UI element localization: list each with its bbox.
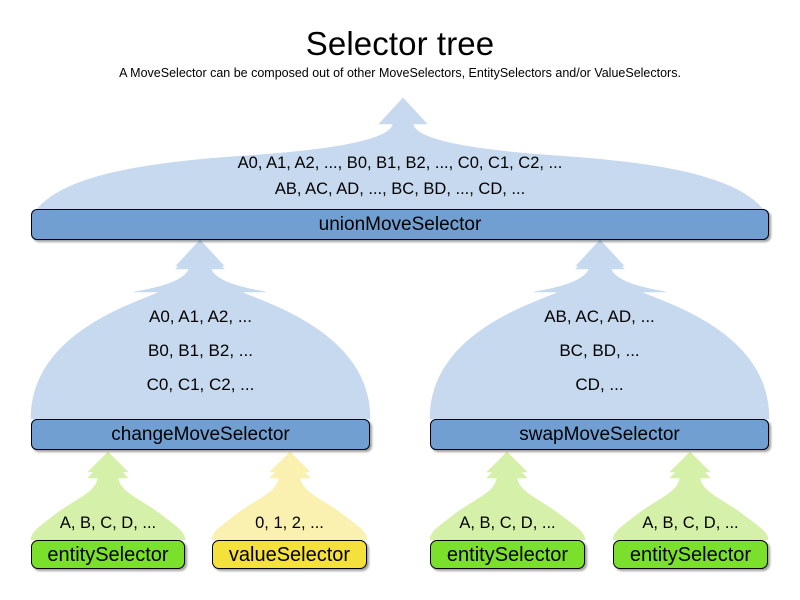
node-entity-selector-3[interactable]: entitySelector <box>613 540 768 569</box>
arrow-entity3-to-swap <box>669 451 711 483</box>
entity-selector-1-fan-text: A, B, C, D, ... <box>31 513 185 533</box>
swap-fan-text: AB, AC, AD, ... BC, BD, ... CD, ... ... <box>430 300 769 436</box>
node-value-selector-1[interactable]: valueSelector <box>212 540 367 569</box>
arrow-value1-to-change <box>269 451 311 483</box>
value-selector-1-fan-line-1: 0, 1, 2, ... <box>255 514 324 532</box>
page-title: Selector tree <box>305 25 495 62</box>
value-selector-1-fan-text: 0, 1, 2, ... <box>212 513 367 533</box>
value-selector-1-fan-shape <box>211 456 368 541</box>
page-subtitle: A MoveSelector can be composed out of ot… <box>119 66 681 80</box>
node-union-move-selector[interactable]: unionMoveSelector <box>31 209 769 240</box>
entity-selector-3-fan-text: A, B, C, D, ... <box>613 513 768 533</box>
entity-selector-3-fan-line-1: A, B, C, D, ... <box>642 514 739 532</box>
entity-selector-2-fan-shape <box>429 456 586 541</box>
entity-selector-3-label: entitySelector <box>629 543 752 566</box>
change-move-selector-label: changeMoveSelector <box>111 424 290 445</box>
union-fan-line-2: AB, AC, AD, ..., BC, BD, ..., CD, ... <box>274 180 526 198</box>
entity-selector-3-fan-shape <box>612 456 769 541</box>
entity-selector-2-fan-line-1: A, B, C, D, ... <box>459 514 556 532</box>
arrow-entity2-to-swap <box>486 451 528 483</box>
entity-selector-2-fan-text: A, B, C, D, ... <box>430 513 585 533</box>
arrow-change-to-union <box>133 239 267 293</box>
node-entity-selector-2[interactable]: entitySelector <box>430 540 585 569</box>
node-entity-selector-1[interactable]: entitySelector <box>31 540 185 569</box>
node-swap-move-selector[interactable]: swapMoveSelector <box>430 419 769 450</box>
node-change-move-selector[interactable]: changeMoveSelector <box>31 419 370 450</box>
swap-fan-shape <box>429 242 770 420</box>
union-fan-text: A0, A1, A2, ..., B0, B1, B2, ..., C0, C1… <box>31 150 769 202</box>
entity-selector-2-label: entitySelector <box>446 543 569 566</box>
swap-fan-line-1: AB, AC, AD, ... <box>544 307 655 326</box>
union-fan-line-1: A0, A1, A2, ..., B0, B1, B2, ..., C0, C1… <box>237 154 563 172</box>
change-fan-line-1: A0, A1, A2, ... <box>148 307 252 326</box>
entity-selector-1-fan-line-1: A, B, C, D, ... <box>59 514 157 532</box>
change-fan-line-2: B0, B1, B2, ... <box>148 341 253 360</box>
arrow-swap-to-union <box>533 239 667 293</box>
value-selector-1-label: valueSelector <box>228 543 351 566</box>
union-fan-shape <box>30 97 770 220</box>
change-fan-shape <box>30 242 371 420</box>
swap-fan-line-2: BC, BD, ... <box>559 341 640 360</box>
change-fan-text: A0, A1, A2, ... B0, B1, B2, ... C0, C1, … <box>31 300 370 436</box>
entity-selector-1-label: entitySelector <box>47 543 169 566</box>
union-move-selector-label: unionMoveSelector <box>318 214 482 235</box>
swap-fan-line-3: CD, ... <box>575 375 624 394</box>
swap-move-selector-label: swapMoveSelector <box>519 424 680 445</box>
entity-selector-1-fan-shape <box>30 456 186 541</box>
change-fan-line-3: C0, C1, C2, ... <box>146 375 255 394</box>
arrow-entity1-to-change <box>87 451 129 483</box>
